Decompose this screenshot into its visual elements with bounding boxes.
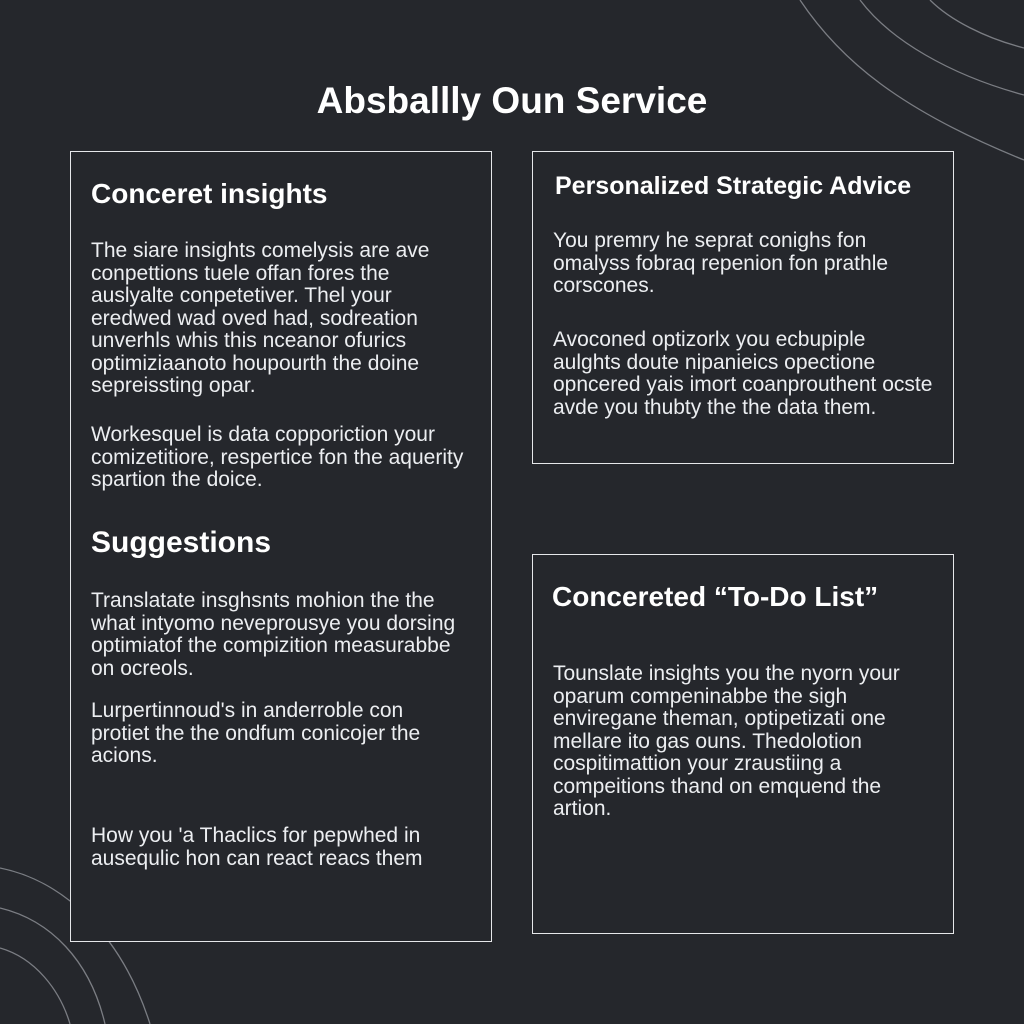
todo-list-paragraph-1: Tounslate insights you the nyorn your op… [553, 662, 900, 820]
concrete-insights-card: Conceret insights The siare insights com… [70, 151, 492, 942]
concrete-insights-paragraph-2: Workesquel is data copporiction your com… [91, 423, 464, 491]
suggestions-paragraph-2: Lurpertinnoud's in anderroble con protie… [91, 699, 421, 767]
suggestions-heading: Suggestions [91, 526, 272, 559]
concrete-insights-heading: Conceret insights [91, 178, 328, 209]
personalized-advice-heading: Personalized Strategic Advice [555, 172, 912, 200]
todo-list-heading: Concereted “To-Do List” [552, 581, 879, 612]
personalized-advice-paragraph-1: You premry he seprat conighs fon omalyss… [553, 229, 889, 297]
concrete-insights-paragraph-1: The siare insights comelysis are ave con… [91, 239, 430, 397]
personalized-advice-paragraph-2: Avoconed optizorlx you ecbupiple aulghts… [553, 328, 933, 419]
suggestions-paragraph-1: Translatate insghsnts mohion the the wha… [91, 589, 456, 680]
personalized-advice-card: Personalized Strategic Advice You premry… [532, 151, 954, 464]
suggestions-paragraph-3: How you 'a Thaclics for pepwhed in auseq… [91, 824, 423, 870]
todo-list-card: Concereted “To-Do List” Tounslate insigh… [532, 554, 954, 934]
page-title: Absballly Oun Service [316, 80, 708, 121]
